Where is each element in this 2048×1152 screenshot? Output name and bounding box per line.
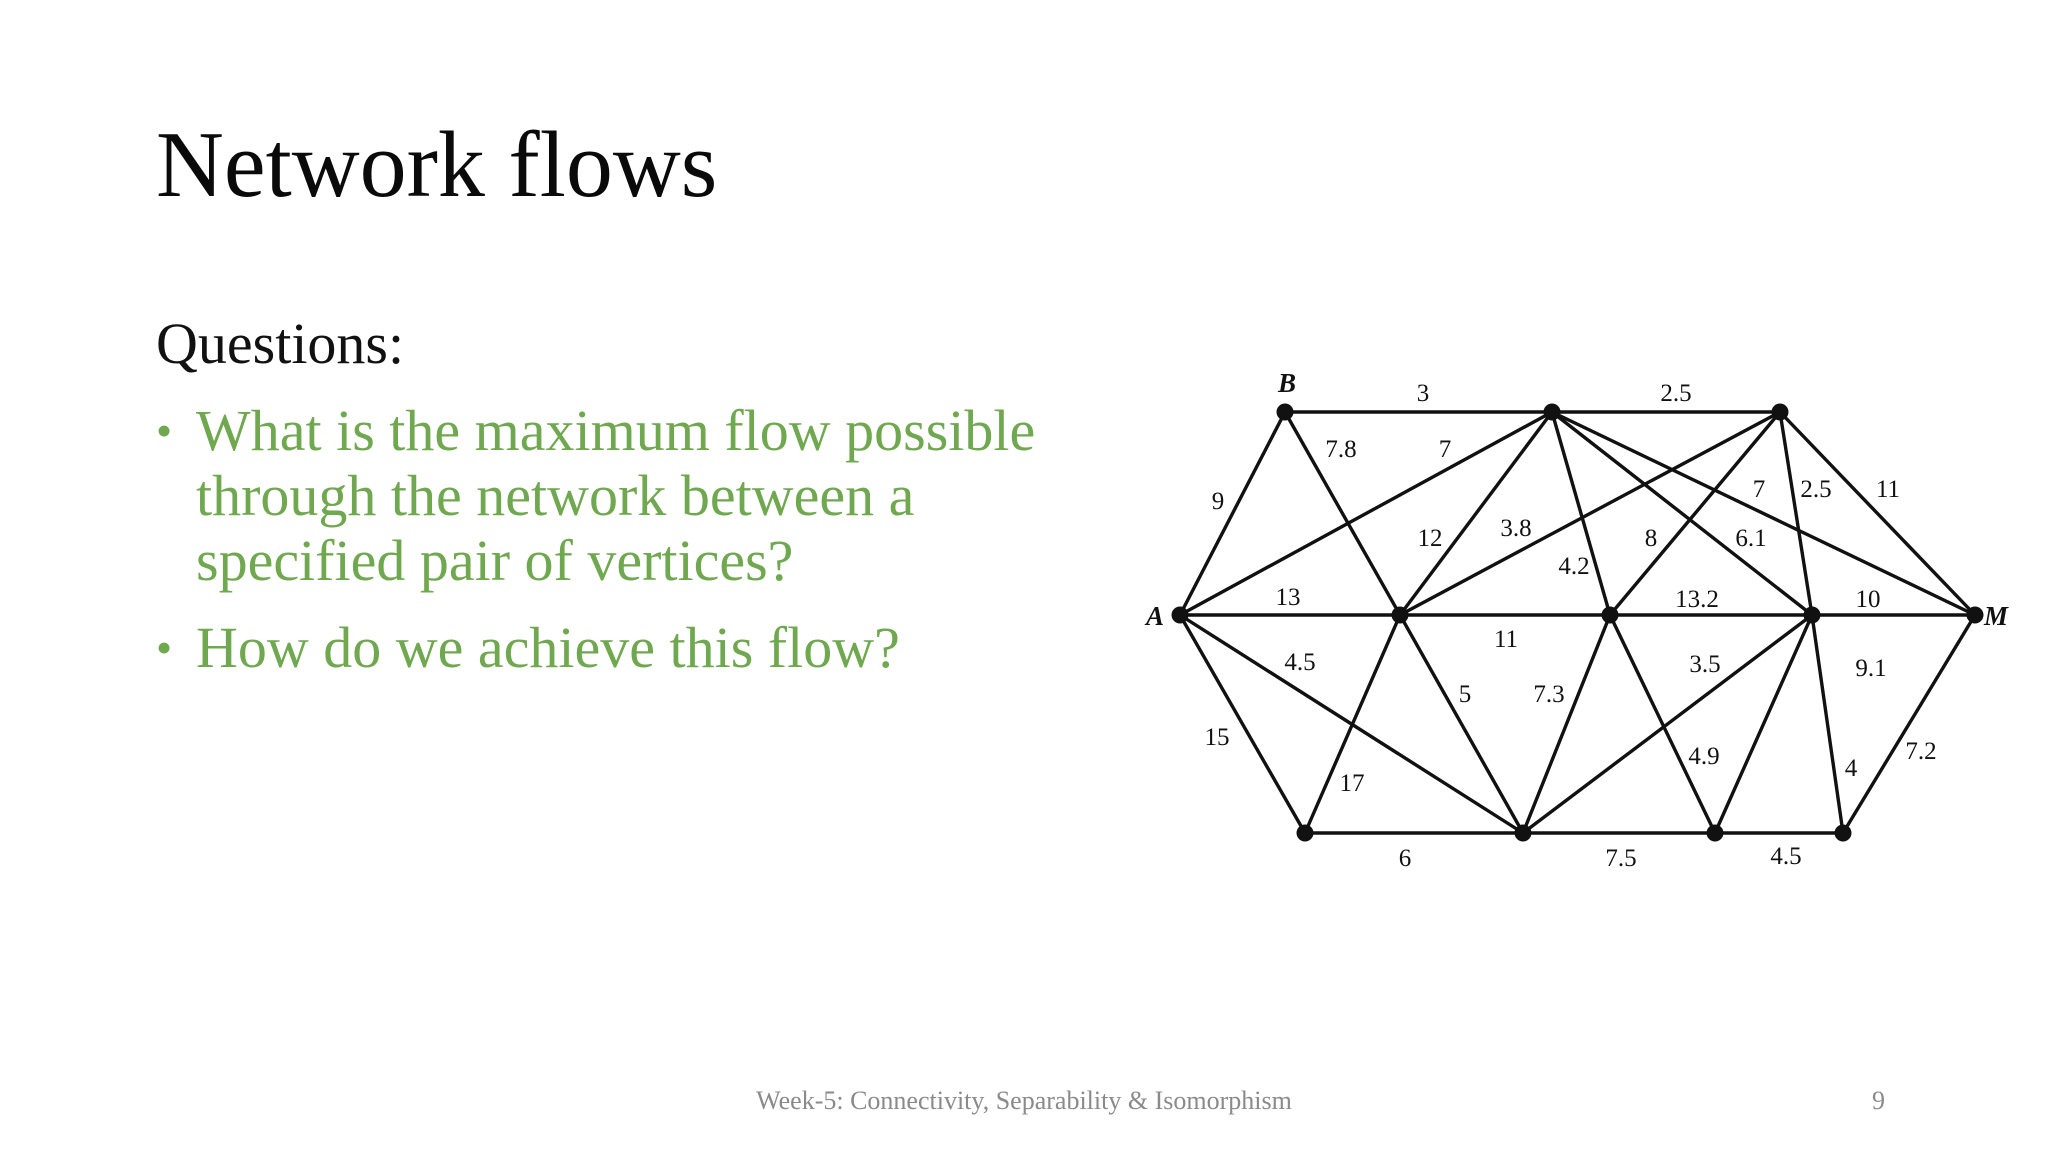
edge-weight: 3.8 [1500,515,1531,542]
edge-weight: 2.5 [1800,476,1831,503]
bullet-item: • How do we achieve this flow? [156,615,1096,680]
edge [1550,410,1612,617]
edge-weight: 2.5 [1660,380,1691,407]
bullet-text: What is the maximum flow possible throug… [196,398,1036,593]
edge-weight: 3 [1417,380,1430,407]
edge-weight: 4 [1845,755,1858,782]
edge-weight: 17 [1340,770,1365,797]
vertex-label: M [1983,601,2009,631]
edge-weight: 11 [1494,626,1518,653]
vertex [1514,824,1532,842]
edge-weight-labels: 3 2.5 7.8 7 9 12 3.8 4.2 8 7 2.5 11 6.1 … [1205,380,1937,872]
vertex-A [1171,606,1189,624]
graph-vertices [1171,403,1984,842]
vertex [1296,824,1314,842]
questions-heading: Questions: [156,311,405,376]
edge-weight: 9.1 [1855,655,1886,682]
edge-weight: 4.9 [1688,743,1719,770]
graph-edges [1178,410,1977,835]
edge-weight: 15 [1205,724,1230,751]
edge-weight: 10 [1856,586,1881,613]
edge [1398,410,1554,617]
vertex [1391,606,1409,624]
edge [1778,410,1814,617]
vertex [1803,606,1821,624]
bullet-item: • What is the maximum flow possible thro… [156,398,1096,593]
edge [1521,613,1612,835]
edge-weight: 12 [1418,525,1443,552]
edge [1303,613,1402,835]
edge-weight: 6.1 [1735,525,1766,552]
edge [1178,410,1554,617]
slide-footer: Week-5: Connectivity, Separability & Iso… [756,1086,1292,1115]
edge [1398,410,1782,617]
edge [1283,410,1402,617]
vertex [1834,824,1852,842]
edge [1178,613,1307,835]
vertex [1771,403,1789,421]
edge [1608,410,1782,617]
bullet-dot-icon: • [156,405,173,456]
edge [1713,613,1814,835]
vertex-B [1276,403,1294,421]
edge-weight: 13 [1276,584,1301,611]
edge [1841,613,1977,835]
vertex-label: A [1144,601,1164,631]
edge-weight: 4.2 [1558,553,1589,580]
edge-weight: 13.2 [1675,586,1719,613]
edge [1398,613,1525,835]
edge-weight: 5 [1459,681,1472,708]
vertex [1601,606,1619,624]
edge-weight: 8 [1645,525,1658,552]
edge [1778,410,1977,617]
edge-weight: 7.5 [1605,845,1636,872]
vertex-labels: A B M [1144,368,2009,631]
edge [1550,410,1977,617]
edge-weight: 7.8 [1325,436,1356,463]
edge-weight: 4.5 [1284,649,1315,676]
edge-weight: 6 [1399,845,1412,872]
bullet-text: How do we achieve this flow? [196,615,900,680]
edge [1608,613,1717,835]
edge-weight: 11 [1876,476,1900,503]
page-number: 9 [1872,1086,1885,1115]
edge [1178,410,1287,617]
slide-title: Network flows [156,113,718,217]
edge [1810,613,1845,835]
vertex-M [1966,606,1984,624]
edge-weight: 4.5 [1770,843,1801,870]
edge-weight: 7 [1439,436,1452,463]
edge-weight: 7 [1753,476,1766,503]
bullet-list: • What is the maximum flow possible thro… [156,398,1096,702]
vertex [1543,403,1561,421]
edge [1521,613,1814,835]
edge-weight: 9 [1212,488,1225,515]
edge-weight: 7.2 [1905,738,1936,765]
edge-weight: 7.3 [1533,681,1564,708]
vertex-label: B [1277,368,1296,398]
bullet-dot-icon: • [156,622,173,673]
edge [1550,410,1814,617]
edge-weight: 3.5 [1689,651,1720,678]
vertex [1706,824,1724,842]
